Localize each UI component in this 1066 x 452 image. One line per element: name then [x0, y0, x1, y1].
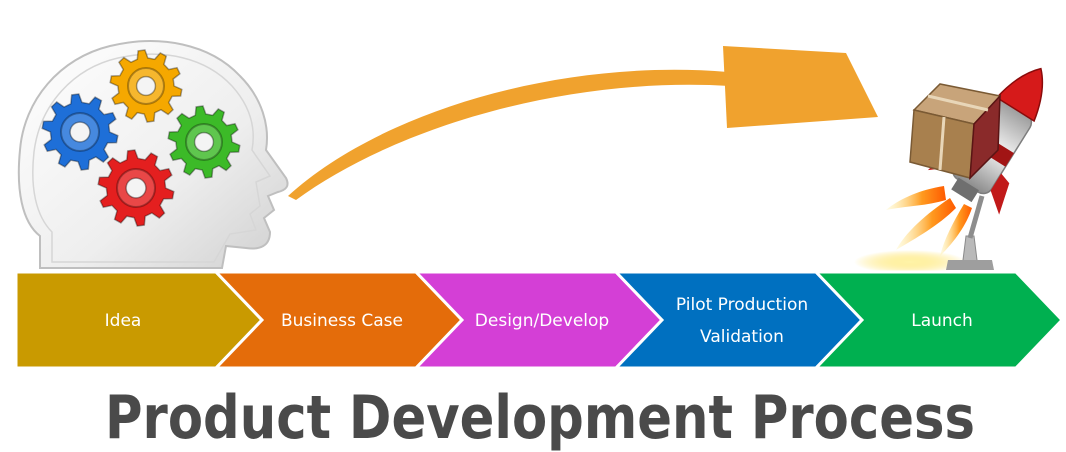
launch-stand-base [946, 260, 994, 270]
green-gear-icon [167, 105, 241, 179]
red-gear-hole [125, 177, 147, 199]
process-step-1: Idea [14, 270, 265, 370]
launch-glow [854, 250, 966, 274]
rocket-fin-bottom [990, 173, 1010, 215]
process-step-5: Launch [812, 270, 1065, 370]
process-step-chevron [812, 270, 1065, 370]
blue-gear-icon [41, 93, 119, 171]
process-step-label: Business Case [281, 311, 403, 331]
process-step-3: Design/Develop [412, 270, 665, 370]
rocket-nozzle [951, 177, 979, 203]
head-with-gears-icon [17, 40, 289, 269]
cargo-box-icon [909, 83, 1002, 180]
process-step-label: Idea [105, 311, 142, 331]
progress-arrow-shaft [288, 69, 730, 200]
orange-gear-icon [109, 49, 183, 123]
blue-gear-hole [69, 121, 91, 143]
rocket-nose-cone [995, 67, 1044, 123]
rocket-flames [886, 186, 972, 256]
process-step-label: Pilot Production [676, 295, 808, 315]
process-step-label: Design/Develop [475, 311, 609, 331]
orange-gear-hole [135, 75, 157, 97]
rocket-launch-icon [854, 67, 1044, 274]
progress-arrow [288, 46, 878, 200]
process-step-label: Validation [700, 327, 784, 347]
process-step-label: Launch [911, 311, 973, 331]
diagram-title: Product Development Process [105, 383, 975, 452]
red-gear-icon [97, 149, 175, 227]
progress-arrow-head [723, 46, 878, 128]
gears-group [41, 49, 241, 227]
launch-arm [967, 195, 985, 239]
green-gear-hole [193, 131, 215, 153]
